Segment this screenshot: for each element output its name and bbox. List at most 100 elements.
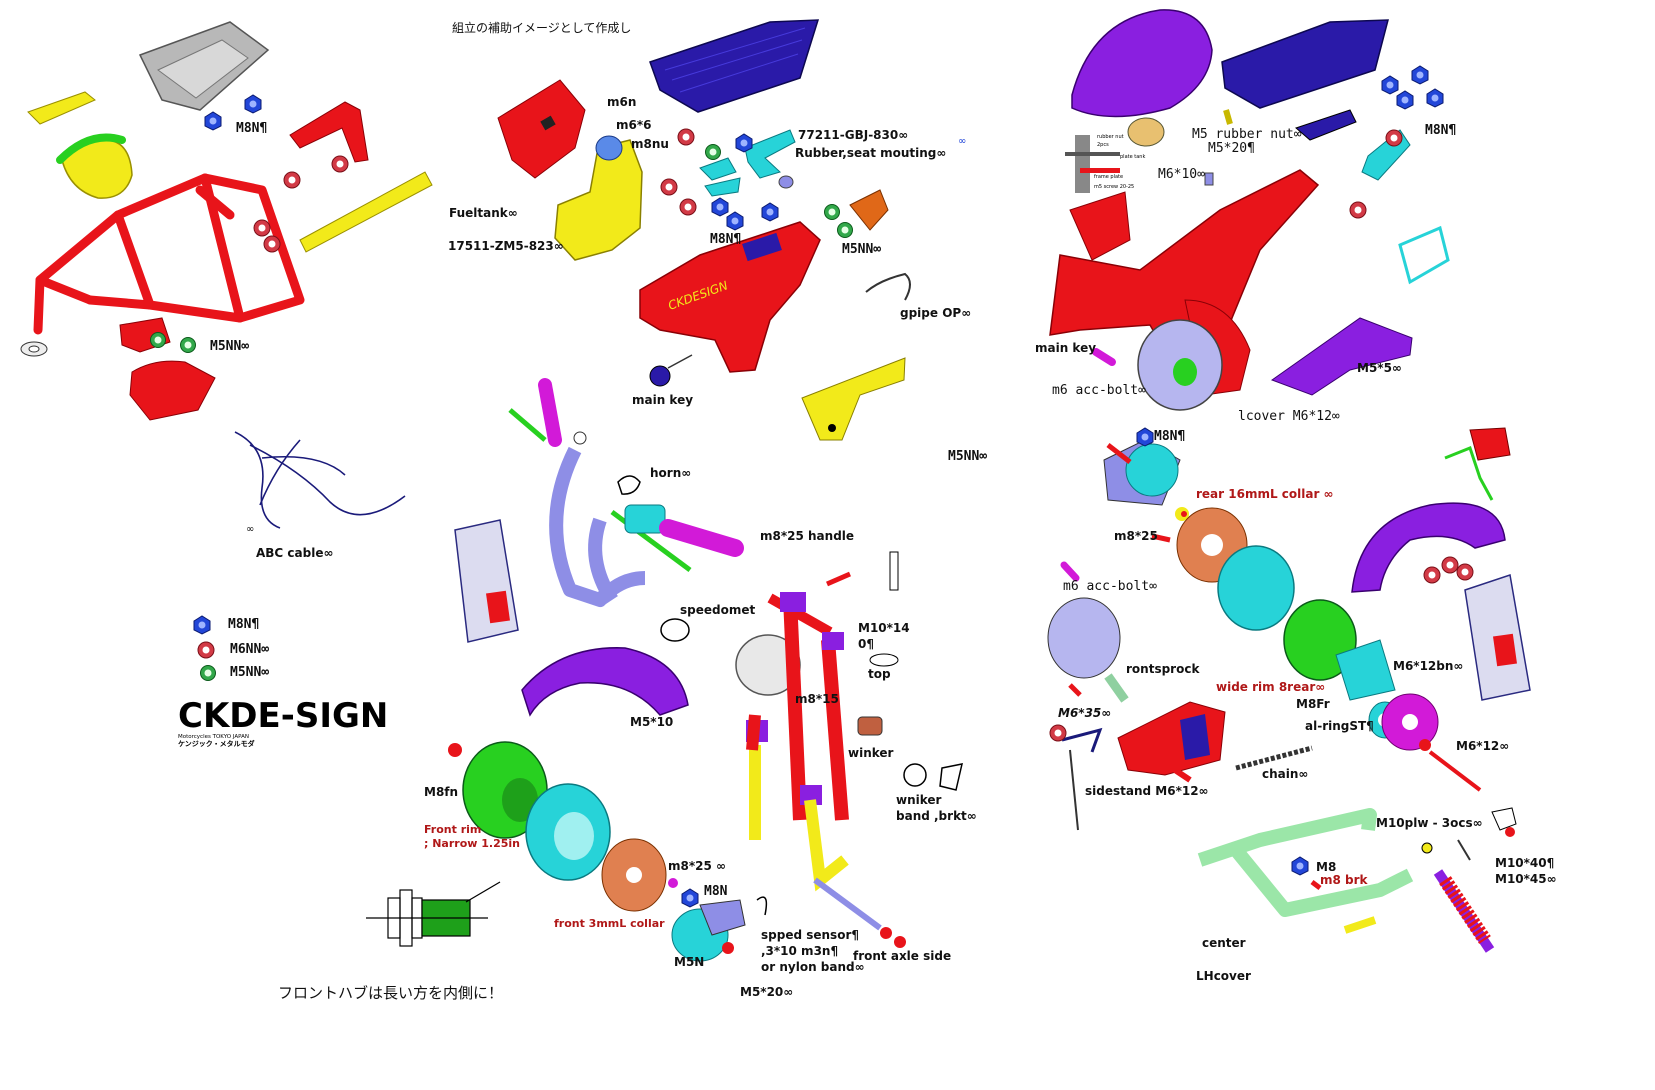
- m8-label: M8: [1316, 860, 1337, 874]
- abc-cable-drawing: [234, 431, 406, 529]
- legend-m5nn-label: M5NN∞: [230, 665, 270, 680]
- m10-bolt-part: [889, 551, 899, 591]
- front-fender: [521, 647, 689, 717]
- fueltank-label: Fueltank∞: [449, 206, 518, 220]
- rubber-seat-label: Rubber,seat mouting∞: [795, 146, 947, 160]
- lhcover-label: LHcover: [1196, 969, 1251, 983]
- winker-band-part: [903, 763, 927, 787]
- m10x40-label: M10*40¶: [1495, 856, 1555, 870]
- m8x15-label: m8*15: [795, 692, 839, 706]
- sidestand-label: sidestand M6*12∞: [1085, 784, 1209, 798]
- front-collar-label: front 3mmL collar: [554, 917, 665, 930]
- m8-brk-label: m8 brk: [1320, 873, 1368, 887]
- fuel-tank-yellow: [554, 139, 643, 261]
- front-hub-drawing: [366, 881, 501, 947]
- frame-left-group: [20, 21, 433, 421]
- sensor-band-label: or nylon band∞: [761, 960, 865, 974]
- inset-screw-label: m5 screw 20-25: [1094, 184, 1134, 190]
- front-axle-label: front axle side: [853, 949, 952, 963]
- main-key-label-2: main key: [1035, 341, 1097, 355]
- front-hub-note: フロントハブは長い方を内側に！: [278, 984, 504, 1002]
- main-key-label-1: main key: [632, 393, 694, 407]
- fuel-tank-purple: [1071, 9, 1213, 118]
- inset-rubber-nut-label: rubber nut: [1097, 134, 1124, 140]
- ckdesign-logo: CKDE-SIGN Motorcycles TOKYO JAPAN ケンジック・…: [178, 696, 388, 748]
- gpipe-drawing: [865, 272, 911, 301]
- al-ring-label: al-ringST¶: [1305, 719, 1374, 733]
- speedomet-label: speedomet: [680, 603, 756, 617]
- partno-17511-label: 17511-ZM5-823∞: [448, 239, 564, 253]
- partno-77211-label: 77211-GBJ-830∞: [798, 128, 909, 142]
- m5nn-label-2: M5NN∞: [842, 242, 882, 257]
- horn-part: [617, 475, 641, 495]
- m5n-label: M5N: [674, 955, 705, 969]
- gpipe-label: gpipe OP∞: [900, 306, 972, 320]
- cyan-bracket-cluster: [744, 129, 796, 179]
- red-plate-lower: [129, 360, 216, 421]
- m6x12-label-2: M6*12∞: [1456, 739, 1510, 753]
- m10x45-label: M10*45∞: [1495, 872, 1557, 886]
- m6-acc-bolt-label-2: m6 acc-bolt∞: [1063, 579, 1157, 594]
- abc-cable-marker: ∞: [246, 524, 255, 535]
- m8n-label-3: M8N: [704, 884, 728, 899]
- chain-part: [1235, 745, 1313, 771]
- yellow-chain-guard: [801, 357, 906, 441]
- m10x14-label: M10*14: [858, 621, 910, 635]
- legend-m8n-label: M8N¶: [228, 617, 260, 632]
- rear-shock: [1421, 842, 1495, 953]
- m8n-label-1: M8N¶: [236, 121, 268, 136]
- logo-japanese: ケンジック・メタルモダ: [178, 739, 255, 748]
- green-grab-handle: [56, 133, 126, 164]
- inset-2pcs-label: 2pcs: [1097, 142, 1109, 148]
- m8n-label-5: M8N¶: [1154, 429, 1186, 444]
- winker-label: winker: [848, 746, 894, 760]
- inset-frame-plate-label: frame plate: [1094, 174, 1123, 180]
- sensor-spec-label: ,3*10 m3n¶: [761, 944, 839, 958]
- m10x14-label-b: 0¶: [858, 637, 874, 651]
- speedometer-part: [660, 618, 690, 642]
- logo-subtext: Motorcycles TOKYO JAPAN: [178, 734, 249, 740]
- left-spring-cover: [454, 519, 519, 643]
- rubber-nut-label: M5 rubber nut∞: [1192, 127, 1302, 142]
- m5nn-label-1: M5NN∞: [210, 339, 250, 354]
- handlebar-assembly: [508, 378, 744, 607]
- red-side-bracket: [289, 101, 369, 163]
- m5x20-label-b: M5*20¶: [1208, 141, 1255, 156]
- m5x5-label: M5*5∞: [1357, 361, 1402, 375]
- seat-blue: [649, 19, 820, 113]
- legend-m6nn-label: M6NN∞: [230, 642, 270, 657]
- band-brkt-label: band ,brkt∞: [896, 809, 977, 823]
- red-main-frame: [639, 221, 821, 373]
- m6x35-label: M6*35∞: [1058, 706, 1112, 720]
- dot-marker: ∞: [958, 136, 967, 147]
- purple-chain-cover: [1270, 317, 1413, 396]
- abc-cable-label: ABC cable∞: [256, 546, 334, 560]
- m6x6-label: m6*6: [616, 118, 652, 132]
- m8nu-label: m8nu: [631, 137, 669, 151]
- front-axle: [813, 877, 882, 931]
- red-side-cover: [497, 79, 586, 179]
- m6-acc-bolt-label: m6 acc-bolt∞: [1052, 383, 1146, 398]
- rear-wheel-exploded: [1047, 427, 1439, 751]
- m6x10-label: M6*10∞: [1158, 167, 1205, 182]
- main-key-part: [649, 354, 693, 387]
- inset-plate-tank-label: plate tank: [1120, 154, 1145, 160]
- m6x12bn-label: M6*12bn∞: [1393, 659, 1464, 673]
- front-rim-label: Front rim: [424, 823, 482, 836]
- fuel-tank-cap: [595, 135, 623, 161]
- m8n-label-4: M8N¶: [1425, 123, 1457, 138]
- red-frame: [33, 173, 305, 335]
- sidestand-part: [1049, 724, 1103, 831]
- rear-collar-label: rear 16mmL collar ∞: [1196, 487, 1334, 501]
- rubber-nut-inset: rubber nut 2pcs plate tank frame plate m…: [1065, 117, 1165, 193]
- yellow-bar: [299, 171, 433, 253]
- m10plw-label: M10plw - 3ocs∞: [1376, 816, 1483, 830]
- top-part: [869, 653, 899, 667]
- horn-label: horn∞: [650, 466, 692, 480]
- front-brake-cluster: [668, 878, 768, 962]
- m6n-label: m6n: [607, 95, 637, 109]
- m8x25-handle-label: m8*25 handle: [760, 529, 855, 543]
- swingarm: [1197, 808, 1414, 917]
- battery-box: [1117, 701, 1226, 776]
